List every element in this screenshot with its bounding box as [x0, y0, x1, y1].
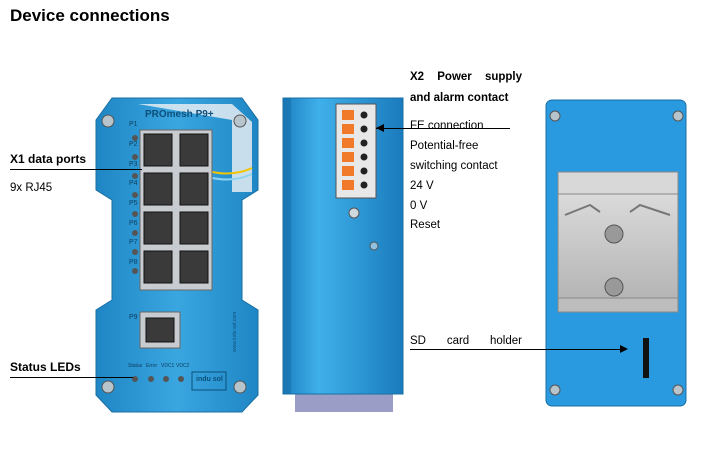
sd-card-holder-label: SD card holder	[410, 335, 522, 347]
status-leds-label: Status LEDs	[10, 360, 81, 374]
rj45-port	[143, 133, 173, 167]
vdc2-led	[178, 376, 184, 382]
device-brand-label: PROmesh P9+	[145, 109, 214, 120]
port-label: P7	[129, 239, 138, 246]
reset-button	[369, 241, 379, 251]
x2-title-word: supply	[484, 71, 522, 83]
rj45-port-p9	[145, 317, 175, 343]
x2-item-switching: switching contact	[410, 160, 498, 172]
screw-icon	[604, 277, 624, 297]
screw-icon	[604, 224, 624, 244]
screw-icon	[101, 380, 115, 394]
led-label: VDC2	[176, 363, 190, 369]
terminal-pin	[342, 110, 354, 120]
port-label: P1	[129, 121, 138, 128]
rj45-port	[179, 133, 209, 167]
port-led	[132, 192, 138, 198]
page-title: Device connections	[10, 6, 170, 25]
rj45-port	[143, 211, 173, 245]
x1-data-ports-label: X1 data ports	[10, 152, 87, 166]
port-label: P2	[129, 141, 138, 148]
status-led	[132, 376, 138, 382]
screw-icon	[348, 207, 360, 219]
port-label: P3	[129, 161, 138, 168]
vdc1-led	[163, 376, 169, 382]
x2-item-fe: FE connection	[410, 120, 484, 132]
x2-leader-line	[376, 128, 510, 129]
x2-title-word: Power	[437, 71, 472, 83]
terminal-hole	[360, 139, 368, 147]
sd-leader-line	[410, 349, 622, 350]
x2-title-line2: and alarm contact	[410, 92, 509, 104]
screw-icon	[672, 384, 684, 396]
terminal-pin	[342, 152, 354, 162]
rj45-port	[179, 250, 209, 284]
website-label: www.indu-sol.com	[232, 311, 238, 352]
led-label: Status	[128, 363, 143, 369]
port-led	[132, 154, 138, 160]
screw-icon	[101, 114, 115, 128]
x2-item-0v: 0 V	[410, 200, 428, 212]
rj45-port	[143, 172, 173, 206]
sd-word: SD	[410, 335, 426, 347]
logo-text: indu sol	[196, 376, 223, 383]
x1-leader-line	[10, 169, 142, 170]
port-label: P9	[129, 314, 138, 321]
terminal-hole	[360, 125, 368, 133]
port-led	[132, 135, 138, 141]
led-label: Error	[146, 363, 158, 369]
port-label: P4	[129, 180, 138, 187]
terminal-hole	[360, 167, 368, 175]
sd-word: holder	[490, 335, 522, 347]
terminal-hole	[360, 153, 368, 161]
din-clip	[295, 390, 393, 412]
screw-icon	[233, 380, 247, 394]
port-led	[132, 249, 138, 255]
screw-icon	[549, 384, 561, 396]
error-led	[148, 376, 154, 382]
terminal-hole	[360, 181, 368, 189]
x2-item-potential: Potential-free	[410, 140, 479, 152]
terminal-pin	[342, 180, 354, 190]
x2-title: X2 Power supply	[410, 71, 522, 83]
terminal-pin	[342, 166, 354, 176]
port-led	[132, 211, 138, 217]
brand-logo	[191, 371, 227, 391]
rj45-port	[179, 172, 209, 206]
sd-word: card	[446, 335, 470, 347]
port-label: P5	[129, 200, 138, 207]
screw-icon	[233, 114, 247, 128]
screw-icon	[549, 110, 561, 122]
sd-card-slot	[643, 338, 649, 378]
screw-icon	[672, 110, 684, 122]
led-label: VDC1	[161, 363, 175, 369]
port-led	[132, 268, 138, 274]
x2-title-word: X2	[410, 71, 425, 83]
port-led	[132, 230, 138, 236]
rj45-port	[179, 211, 209, 245]
port-led	[132, 173, 138, 179]
port-label: P6	[129, 220, 138, 227]
port-label: P8	[129, 259, 138, 266]
x1-port-count: 9x RJ45	[10, 182, 53, 194]
rj45-port	[143, 250, 173, 284]
x2-item-24v: 24 V	[410, 180, 434, 192]
terminal-pin	[342, 124, 354, 134]
terminal-pin	[342, 138, 354, 148]
terminal-hole	[360, 111, 368, 119]
x2-item-reset: Reset	[410, 219, 441, 231]
status-leader-line	[10, 377, 133, 378]
